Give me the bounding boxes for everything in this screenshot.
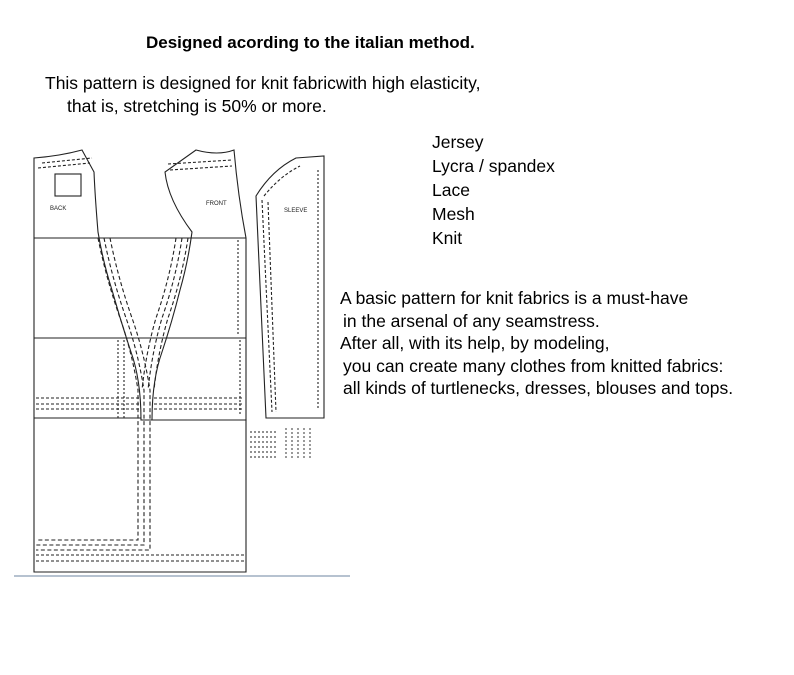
size-chart <box>250 428 311 460</box>
back-pattern-piece <box>33 149 247 573</box>
fabric-item: Lace <box>432 180 470 200</box>
fabric-item: Knit <box>432 228 463 248</box>
front-pattern-piece <box>141 149 247 421</box>
fabric-item: Jersey <box>432 132 484 152</box>
sleeve-label: SLEEVE <box>284 208 307 214</box>
description-line: you can create many clothes from knitted… <box>343 355 724 376</box>
sleeve-pattern-piece <box>255 155 325 419</box>
intro-text: This pattern is designed for knit fabric… <box>45 72 480 118</box>
fabric-item: Lycra / spandex <box>432 156 555 176</box>
fabric-item: Mesh <box>432 204 475 224</box>
fabric-list: Jersey Lycra / spandex Lace Mesh Knit <box>432 130 555 250</box>
intro-line-1: This pattern is designed for knit fabric… <box>45 73 481 93</box>
description-text: A basic pattern for knit fabrics is a mu… <box>340 287 733 400</box>
description-line: in the arsenal of any seamstress. <box>343 310 600 331</box>
description-line: A basic pattern for knit fabrics is a mu… <box>340 288 689 308</box>
page-title: Designed acording to the italian method. <box>146 33 475 52</box>
intro-line-2: that is, stretching is 50% or more. <box>67 96 327 116</box>
description-line: After all, with its help, by modeling, <box>340 333 610 354</box>
front-label: FRONT <box>206 201 227 207</box>
description-line: all kinds of turtlenecks, dresses, blous… <box>343 378 734 399</box>
back-label: BACK <box>50 206 66 212</box>
